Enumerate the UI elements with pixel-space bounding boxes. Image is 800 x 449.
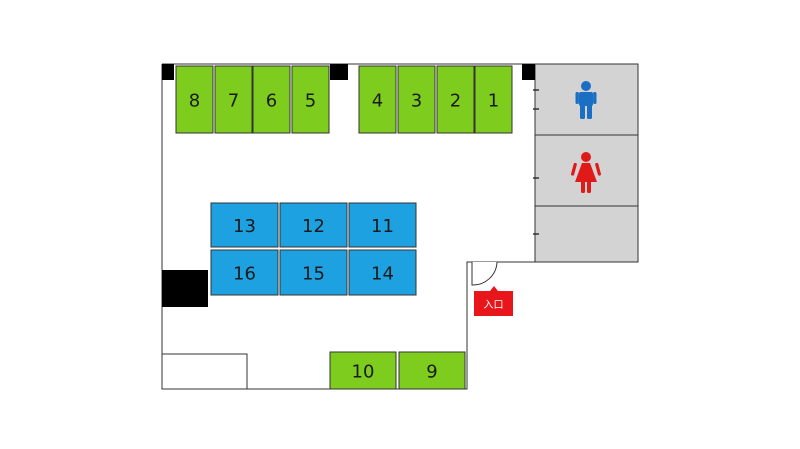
table: 12: [279, 202, 348, 248]
entrance-label: 入口: [484, 300, 504, 311]
table-number: 13: [233, 216, 256, 237]
table: 1: [474, 65, 513, 134]
table: 7: [214, 65, 253, 134]
entrance-door: [471, 261, 498, 286]
female-icon: [571, 152, 601, 193]
table: 16: [210, 249, 279, 296]
table-shape: [252, 65, 291, 134]
restroom-door-marks: [533, 89, 539, 235]
table: 8: [175, 65, 214, 134]
table-number: 3: [411, 91, 422, 112]
table-shape: [348, 202, 417, 248]
table-number: 8: [189, 91, 200, 112]
tables: 8 7 6 5 4 3 2 1 13 12 11 16 15 14 10 9: [175, 65, 513, 390]
table-shape: [348, 249, 417, 296]
table-shape: [329, 351, 397, 390]
table-number: 7: [228, 91, 239, 112]
pillar: [330, 64, 348, 80]
table-number: 10: [352, 362, 375, 383]
table-number: 4: [372, 91, 383, 112]
table-number: 12: [302, 216, 325, 237]
table: 9: [398, 351, 466, 390]
table-shape: [474, 65, 513, 134]
pillar: [162, 270, 208, 307]
table-shape: [175, 65, 214, 134]
table: 14: [348, 249, 417, 296]
restroom-area: [533, 63, 639, 263]
table-number: 6: [266, 91, 277, 112]
male-icon: [575, 81, 597, 119]
table: 5: [291, 65, 330, 134]
table-number: 14: [371, 264, 394, 285]
table: 11: [348, 202, 417, 248]
table-shape: [279, 202, 348, 248]
table-number: 11: [371, 216, 394, 237]
table-shape: [358, 65, 397, 134]
table: 13: [210, 202, 279, 248]
table: 6: [252, 65, 291, 134]
table-shape: [210, 249, 279, 296]
table: 2: [436, 65, 475, 134]
table: 10: [329, 351, 397, 390]
table-number: 1: [488, 91, 499, 112]
table-shape: [397, 65, 436, 134]
table-shape: [398, 351, 466, 390]
counter: [161, 353, 248, 390]
table-number: 16: [233, 264, 256, 285]
table-number: 2: [450, 91, 461, 112]
table: 15: [279, 249, 348, 296]
table: 3: [397, 65, 436, 134]
pillar: [162, 64, 174, 80]
table-shape: [279, 249, 348, 296]
table: 4: [358, 65, 397, 134]
table-shape: [210, 202, 279, 248]
table-shape: [214, 65, 253, 134]
table-number: 9: [426, 362, 437, 383]
entrance-badge: 入口: [474, 286, 513, 316]
table-shape: [436, 65, 475, 134]
pillar: [522, 64, 535, 80]
table-number: 15: [302, 264, 325, 285]
table-shape: [291, 65, 330, 134]
table-number: 5: [305, 91, 316, 112]
